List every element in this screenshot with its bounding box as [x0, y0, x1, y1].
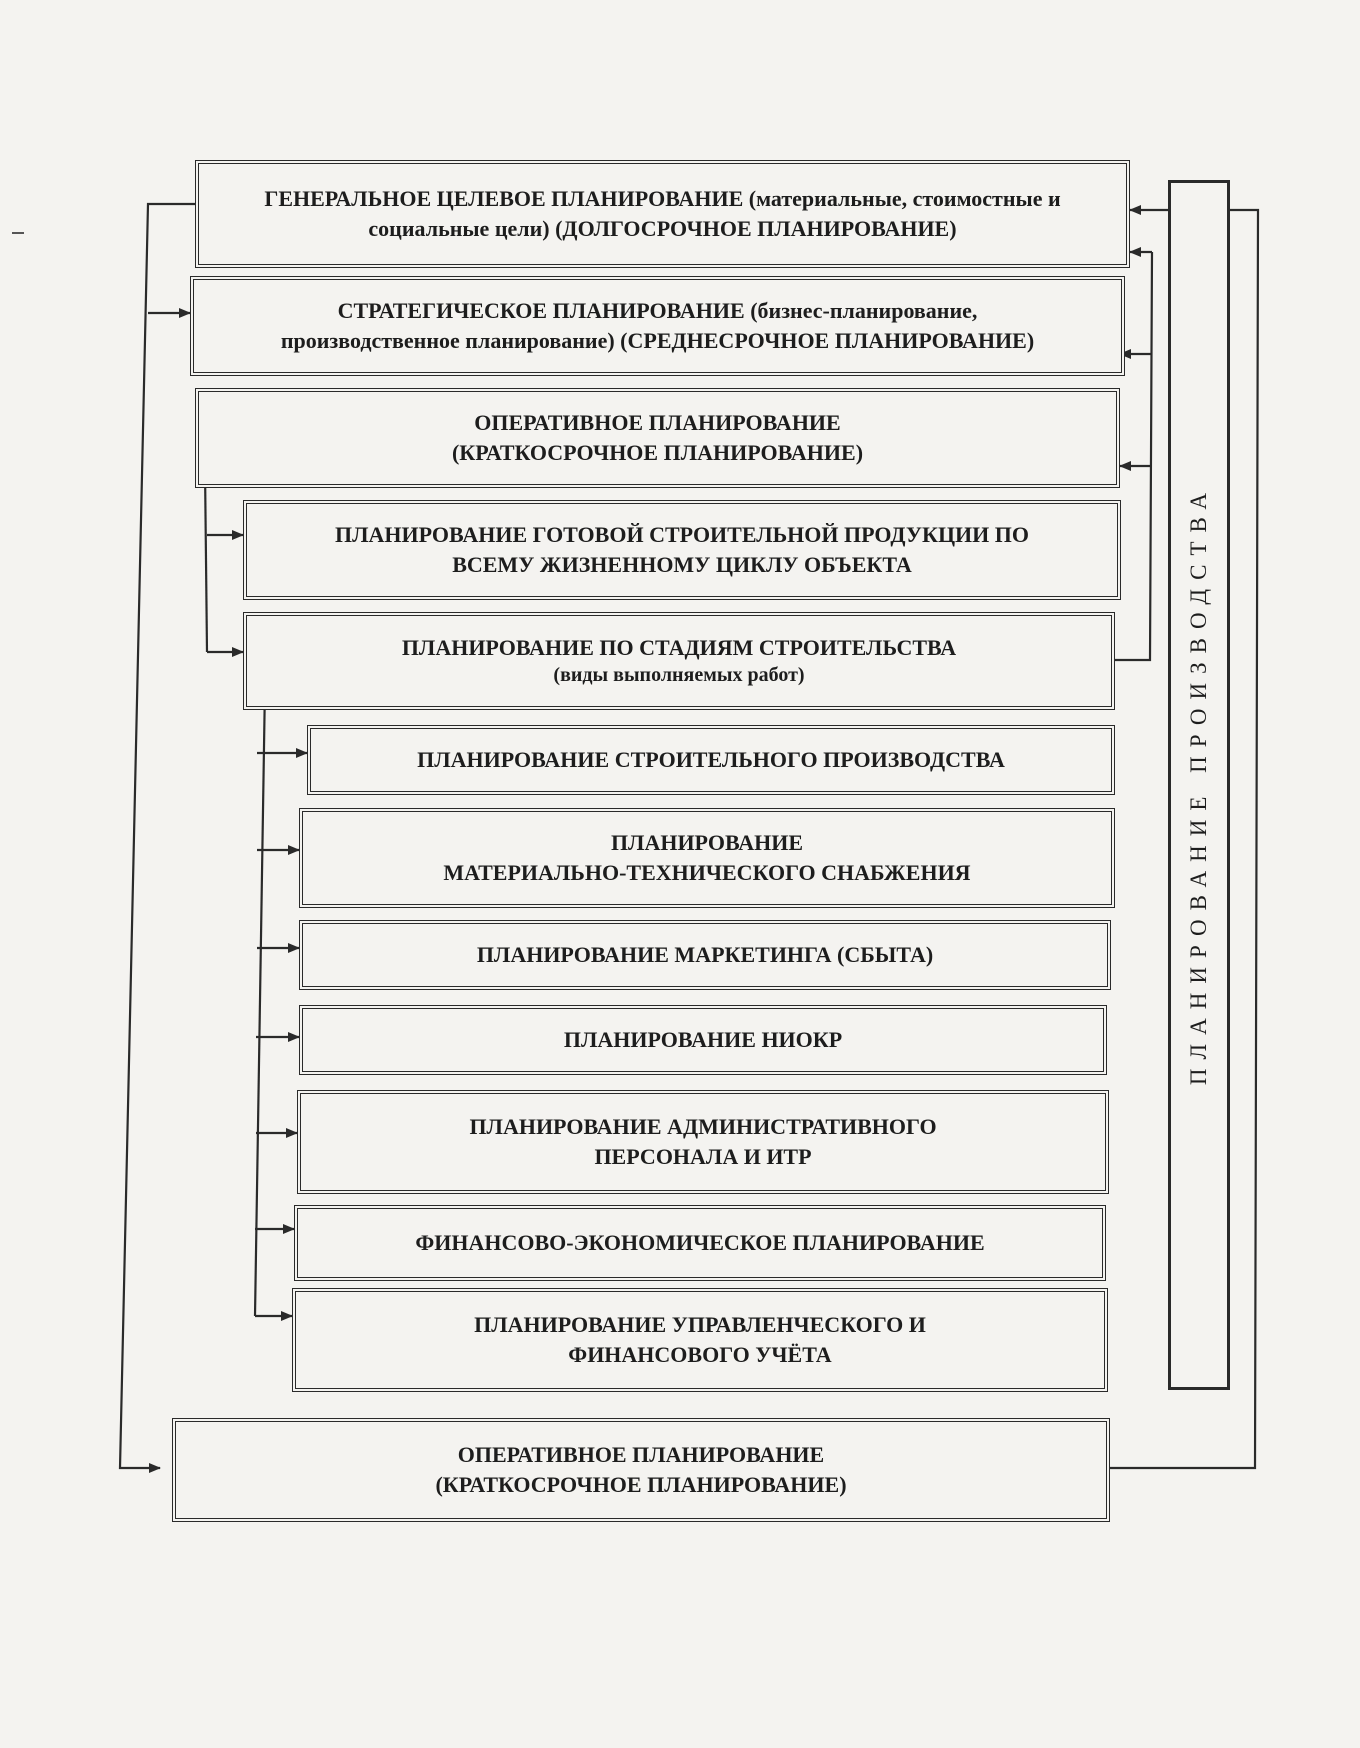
scan-mark — [12, 232, 24, 234]
inner-left-bracket — [253, 683, 267, 1317]
outer-left-bracket — [118, 202, 195, 1473]
accounting-planning-box: ПЛАНИРОВАНИЕ УПРАВЛЕНЧЕСКОГО И ФИНАНСОВО… — [292, 1288, 1108, 1392]
material-supply-planning-box: ПЛАНИРОВАНИЕ МАТЕРИАЛЬНО-ТЕХНИЧЕСКОГО СН… — [299, 808, 1115, 908]
operative-planning-bottom-box: ОПЕРАТИВНОЕ ПЛАНИРОВАНИЕ (КРАТКОСРОЧНОЕ … — [172, 1418, 1110, 1522]
operative-left-bracket — [203, 467, 209, 653]
financial-economic-planning-box: ФИНАНСОВО-ЭКОНОМИЧЕСКОЕ ПЛАНИРОВАНИЕ — [294, 1205, 1106, 1281]
operative-planning-top-box: ОПЕРАТИВНОЕ ПЛАНИРОВАНИЕ (КРАТКОСРОЧНОЕ … — [195, 388, 1120, 488]
finished-product-planning-box: ПЛАНИРОВАНИЕ ГОТОВОЙ СТРОИТЕЛЬНОЙ ПРОДУК… — [243, 500, 1121, 600]
strategic-planning-box: СТРАТЕГИЧЕСКОЕ ПЛАНИРОВАНИЕ (бизнес-план… — [190, 276, 1125, 376]
production-planning-frame: ПЛАНИРОВАНИЕ ПРОИЗВОДСТВА — [1168, 180, 1230, 1390]
construction-stages-planning-box: ПЛАНИРОВАНИЕ ПО СТАДИЯМ СТРОИТЕЛЬСТВА (в… — [243, 612, 1115, 710]
rnd-planning-box: ПЛАНИРОВАНИЕ НИОКР — [299, 1005, 1107, 1075]
side-label: ПЛАНИРОВАНИЕ ПРОИЗВОДСТВА — [1186, 484, 1211, 1086]
general-target-planning-box: ГЕНЕРАЛЬНОЕ ЦЕЛЕВОЕ ПЛАНИРОВАНИЕ (матери… — [195, 160, 1130, 268]
marketing-planning-box: ПЛАНИРОВАНИЕ МАРКЕТИНГА (СБЫТА) — [299, 920, 1111, 990]
admin-staff-planning-box: ПЛАНИРОВАНИЕ АДМИНИСТРАТИВНОГО ПЕРСОНАЛА… — [297, 1090, 1109, 1194]
right-feedback-line — [1115, 251, 1154, 662]
construction-production-planning-box: ПЛАНИРОВАНИЕ СТРОИТЕЛЬНОГО ПРОИЗВОДСТВА — [307, 725, 1115, 795]
